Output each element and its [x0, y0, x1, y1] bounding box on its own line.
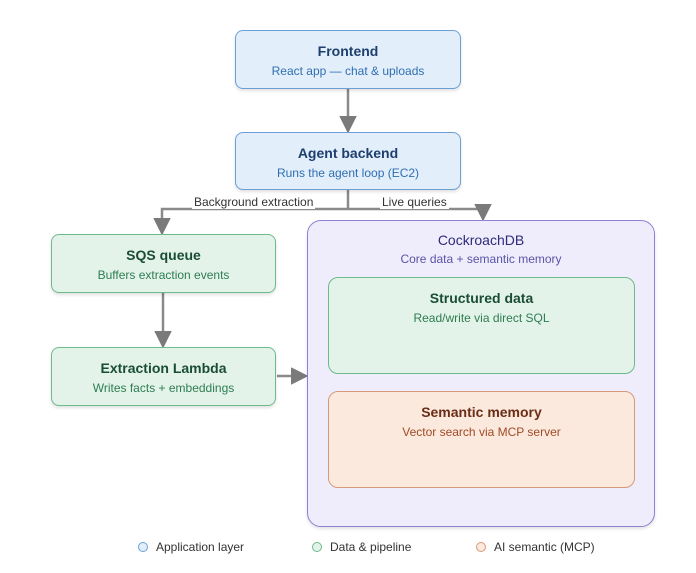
backend-title: Agent backend — [297, 145, 399, 161]
sqs-title: SQS queue — [126, 247, 201, 263]
cockroach-container: CockroachDB Core data + semantic memory … — [307, 220, 655, 527]
cockroach-title: CockroachDB — [437, 232, 525, 248]
lambda-node: Extraction Lambda Writes facts + embeddi… — [51, 347, 276, 406]
legend-circle-icon — [138, 542, 148, 552]
cockroach-subtitle: Core data + semantic memory — [400, 252, 562, 266]
sqs-node: SQS queue Buffers extraction events — [51, 234, 276, 293]
legend-circle-icon — [476, 542, 486, 552]
frontend-title: Frontend — [317, 43, 379, 59]
sqs-subtitle: Buffers extraction events — [97, 268, 230, 282]
legend-item-application: Application layer — [138, 540, 244, 554]
edge-label-live: Live queries — [380, 195, 449, 209]
lambda-title: Extraction Lambda — [100, 360, 227, 376]
semantic-subtitle: Vector search via MCP server — [402, 425, 561, 439]
structured-subtitle: Read/write via direct SQL — [413, 311, 550, 325]
semantic-node: Semantic memory Vector search via MCP se… — [328, 391, 635, 488]
backend-subtitle: Runs the agent loop (EC2) — [276, 166, 420, 180]
legend-item-ai: AI semantic (MCP) — [476, 540, 595, 554]
legend-label: AI semantic (MCP) — [494, 540, 595, 554]
edge-background-extraction — [153, 207, 348, 236]
legend-label: Application layer — [156, 540, 245, 554]
legend-item-data: Data & pipeline — [312, 540, 411, 554]
backend-node: Agent backend Runs the agent loop (EC2) — [235, 132, 461, 190]
semantic-title: Semantic memory — [421, 404, 542, 420]
structured-node: Structured data Read/write via direct SQ… — [328, 277, 635, 374]
legend-circle-icon — [312, 542, 322, 552]
frontend-node: Frontend React app — chat & uploads — [235, 30, 461, 89]
structured-title: Structured data — [429, 290, 534, 306]
edge-label-background: Background extraction — [192, 195, 316, 209]
lambda-subtitle: Writes facts + embeddings — [92, 381, 235, 395]
frontend-subtitle: React app — chat & uploads — [271, 64, 425, 78]
edge-live-queries — [348, 204, 492, 222]
legend-label: Data & pipeline — [330, 540, 412, 554]
